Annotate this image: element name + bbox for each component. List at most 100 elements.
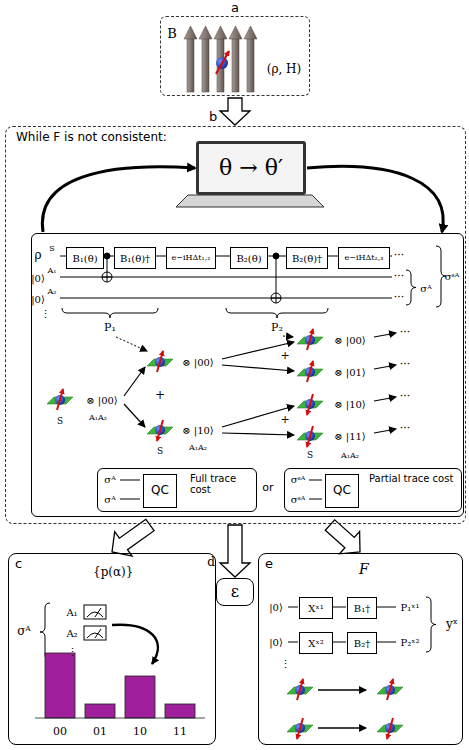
circuit-wires	[226, 308, 328, 318]
math-label: S	[49, 245, 54, 254]
branch-tree	[374, 429, 396, 433]
spin-icons	[287, 718, 313, 739]
branch-tree	[374, 397, 396, 401]
branch-tree	[222, 406, 294, 427]
math-label: |0⟩	[269, 602, 283, 613]
flow-arrow	[220, 98, 250, 125]
cost-box: Full trace costQC	[97, 468, 257, 512]
circuit-wires	[271, 293, 281, 303]
readout-wires	[332, 642, 346, 643]
panel-e: eFXˣ¹B₁†Xˣ²B₂†	[258, 553, 463, 745]
math-label: yˣ	[446, 618, 458, 631]
panel-a: a	[160, 16, 310, 96]
field-rods	[244, 26, 257, 39]
math-label: 00	[53, 726, 67, 738]
node-text: B₁†	[354, 603, 370, 614]
math-label: ⊗ |10⟩	[334, 399, 366, 410]
qc-box: QC	[325, 474, 359, 508]
circuit-wires	[271, 298, 281, 299]
math-label: P₂ˣ²	[401, 637, 420, 648]
math-label: ⊗ |00⟩	[182, 357, 214, 368]
math-label: σˢᴬ	[445, 271, 460, 282]
measurement	[40, 603, 50, 660]
node-text: B₁(θ)	[72, 253, 97, 264]
measurement	[95, 629, 101, 638]
node-text: θ → θ′	[219, 156, 283, 180]
trace-wires	[309, 499, 322, 500]
readout-wires	[318, 689, 366, 691]
gate-box: B₂†	[347, 632, 377, 654]
circuit-wires	[276, 256, 277, 303]
loop-arrow	[42, 167, 195, 232]
gate-box: e−iHΔt₂,₃	[338, 247, 390, 269]
math-label: P₂	[271, 322, 283, 334]
panel-b: bWhile F is not consistent:θ → θ′B₁(θ)B₁…	[5, 126, 466, 524]
measurement	[95, 608, 101, 617]
laptop-base	[176, 195, 324, 207]
flow-arrow	[220, 525, 250, 577]
branch-tree	[374, 365, 396, 369]
math-label: ···	[394, 271, 405, 283]
readout-wires	[332, 607, 346, 608]
histogram	[35, 718, 205, 719]
node-text: ε	[231, 583, 239, 601]
math-label: B	[167, 27, 177, 41]
math-label: 10	[133, 726, 147, 738]
panel-letter: c	[15, 557, 22, 571]
math-label: ρ	[34, 249, 41, 262]
branch-tree	[124, 404, 145, 427]
math-label: σᴬ	[104, 494, 115, 505]
node-text: QC	[151, 484, 169, 497]
field-rods	[216, 51, 229, 74]
trace-wires	[120, 499, 140, 500]
math-label: σᴬ	[17, 625, 31, 638]
math-label: +	[280, 414, 289, 426]
field-rods	[187, 38, 194, 92]
math-label: |0⟩	[31, 273, 45, 284]
math-label: A₁	[48, 267, 57, 276]
spin-icons	[297, 394, 323, 415]
node-text: While F is not consistent:	[16, 131, 167, 144]
field-rods	[184, 26, 257, 92]
circuit-wires	[406, 270, 416, 305]
flow-arrow	[112, 519, 154, 556]
trace-wires	[309, 480, 322, 481]
math-label: +	[155, 389, 165, 402]
panel-d: ε	[216, 578, 254, 606]
node-text: {p(α)}	[93, 566, 133, 579]
spin-icons	[377, 718, 403, 739]
readout-wires	[376, 642, 396, 643]
gate-box: e−iHΔt₁,₂	[166, 247, 216, 269]
math-label: σᴬ	[104, 474, 115, 485]
math-label: |0⟩	[269, 637, 283, 648]
math-label: A₁	[66, 607, 77, 618]
spin-icons	[147, 420, 173, 441]
gate-box: B₂(θ)†	[286, 247, 328, 269]
field-rods	[247, 38, 254, 92]
math-label: ···	[394, 250, 405, 262]
panel-letter: a	[231, 1, 239, 15]
node-text: e−iHΔt₁,₂	[172, 254, 211, 263]
math-label: P₁	[104, 322, 116, 334]
node-text: e−iHΔt₂,₃	[345, 254, 384, 263]
panel-letter: e	[265, 557, 273, 571]
histogram	[85, 704, 115, 718]
trace-wires	[120, 480, 140, 481]
measurement	[84, 626, 106, 640]
math-label: ···	[400, 327, 411, 339]
laptop-screen: θ → θ′	[196, 141, 306, 195]
circuit-wires	[116, 337, 147, 351]
math-label: ···	[400, 359, 411, 371]
math-label: σˢᴬ	[291, 474, 306, 485]
histogram	[165, 704, 195, 718]
math-label: σˢᴬ	[291, 494, 306, 505]
math-label: 11	[173, 726, 187, 738]
math-label: A₁A₂	[189, 444, 207, 453]
field-rods	[202, 38, 209, 92]
math-label: (ρ, H)	[267, 63, 302, 76]
math-label: ···	[400, 423, 411, 435]
node-text: Xˣ²	[308, 638, 323, 649]
spin-icons	[377, 679, 403, 700]
node-text: Full trace cost	[190, 473, 252, 495]
